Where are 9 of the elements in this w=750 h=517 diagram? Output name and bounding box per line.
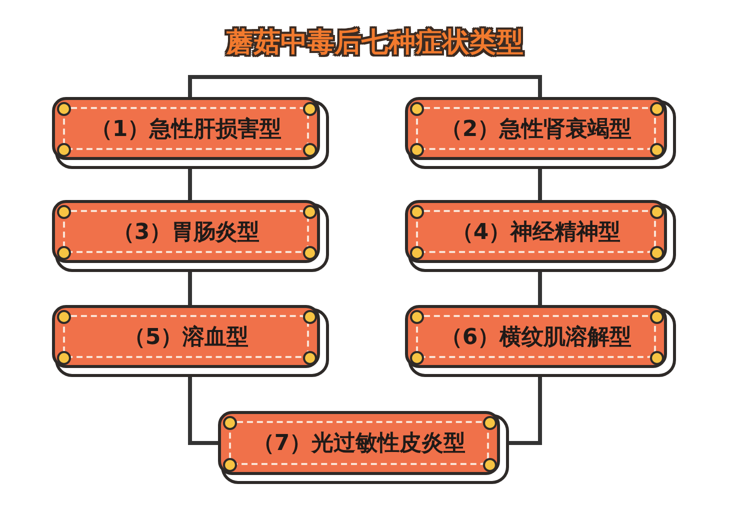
box-label: （6）横纹肌溶解型 (439, 324, 633, 352)
title: 蘑菇中毒后七种症状类型 (225, 26, 524, 60)
box-label: （1）急性肝损害型 (89, 116, 283, 144)
box-label: （4）神经精神型 (450, 218, 622, 246)
box-label: （3）胃肠炎型 (111, 218, 261, 246)
connector-line (188, 75, 542, 97)
box-label: （5）溶血型 (122, 324, 250, 352)
box-label: （7）光过敏性皮炎型 (251, 430, 467, 458)
box-label: （2）急性肾衰竭型 (439, 116, 633, 144)
